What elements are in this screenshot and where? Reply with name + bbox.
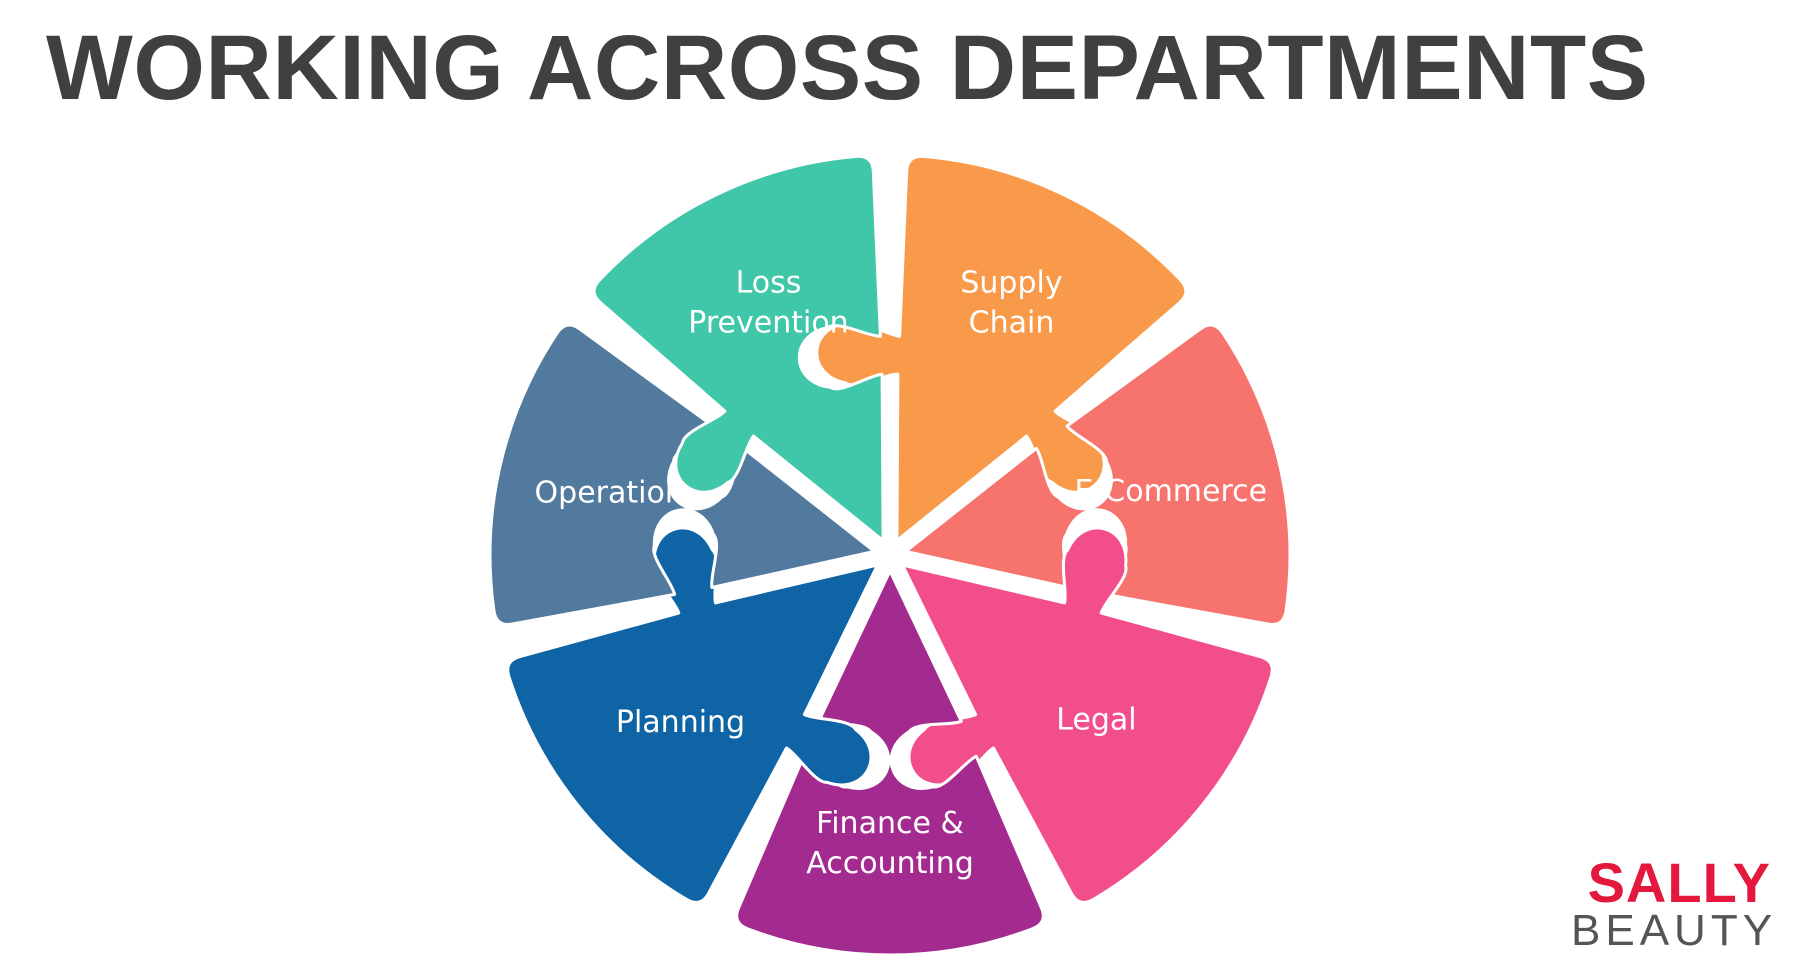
puzzle-piece-label: Planning — [616, 705, 745, 740]
puzzle-piece-shape — [735, 569, 1045, 957]
puzzle-piece-label-line: Planning — [616, 705, 745, 740]
sally-beauty-logo: SALLY BEAUTY — [1571, 850, 1778, 955]
puzzle-piece-label-line: Operations — [535, 476, 700, 511]
logo-wordmark-bottom: BEAUTY — [1571, 906, 1778, 955]
logo-wordmark-top: SALLY — [1587, 850, 1771, 914]
puzzle-piece-2: E-Commerce — [904, 323, 1292, 626]
puzzle-piece-label: Operations — [535, 476, 700, 511]
puzzle-piece-label-line: E-Commerce — [1074, 474, 1267, 509]
puzzle-piece-label-line: Prevention — [688, 306, 848, 341]
puzzle-piece-shape — [592, 154, 885, 543]
puzzle-piece-shape — [488, 323, 876, 626]
puzzle-piece-label: Legal — [1056, 703, 1136, 738]
puzzle-piece-label: E-Commerce — [1074, 474, 1267, 509]
puzzle-piece-shape — [506, 526, 879, 904]
puzzle-piece-5: Planning — [506, 526, 879, 904]
page-title: WORKING ACROSS DEPARTMENTS — [46, 17, 1649, 119]
puzzle-piece-6: Operations — [488, 323, 876, 626]
puzzle-piece-label-line: Chain — [969, 306, 1055, 341]
puzzle-piece-label: Finance & Accounting — [806, 806, 974, 881]
puzzle-piece-4: Finance & Accounting — [735, 569, 1045, 957]
puzzle-piece-label-line: Supply — [960, 266, 1062, 301]
puzzle-piece-label-line: Loss — [736, 266, 802, 301]
puzzle-piece-shape — [901, 526, 1274, 904]
puzzle-piece-3: Legal — [901, 526, 1274, 904]
puzzle-piece-label-line: Legal — [1056, 703, 1136, 738]
puzzle-piece-label-line: Accounting — [806, 846, 974, 881]
puzzle-piece-shape — [904, 323, 1292, 626]
puzzle-piece-label-line: Finance & — [816, 806, 964, 841]
